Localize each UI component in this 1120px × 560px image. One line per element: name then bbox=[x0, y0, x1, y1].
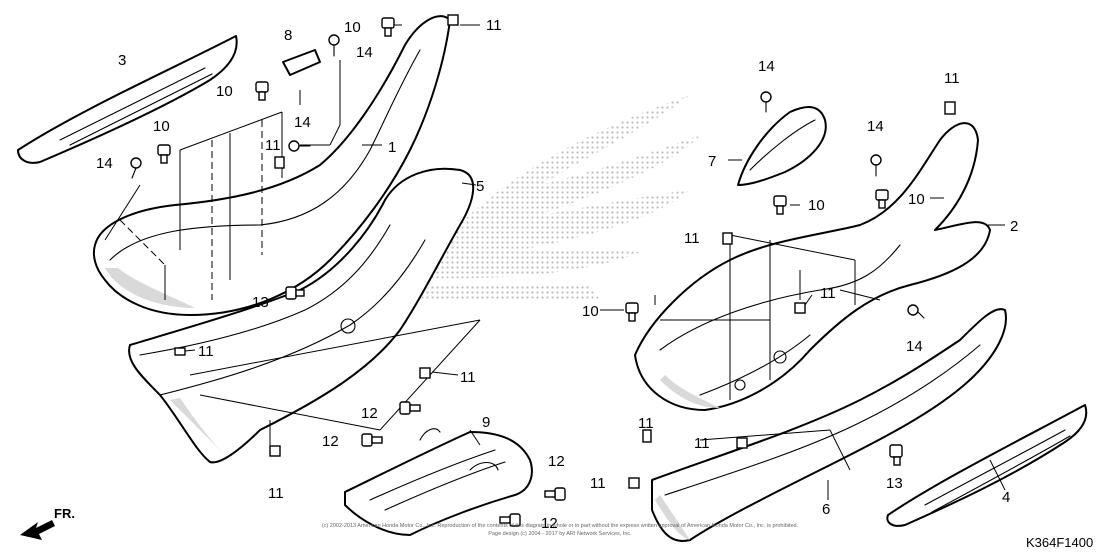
callout-11-c: 11 bbox=[198, 343, 214, 360]
callout-1: 1 bbox=[388, 139, 396, 156]
honda-wing-watermark bbox=[420, 95, 700, 300]
callout-12-d: 12 bbox=[541, 515, 558, 532]
bolt-12-b bbox=[361, 433, 383, 447]
part-7-lid bbox=[737, 106, 827, 186]
part-2-body-cover-right bbox=[634, 122, 991, 411]
callout-9: 9 bbox=[482, 414, 490, 431]
bolt-10-b bbox=[255, 81, 269, 101]
arrow-icon bbox=[20, 520, 55, 540]
callout-10-c: 10 bbox=[153, 118, 170, 135]
bolt-12-c bbox=[544, 487, 566, 501]
callout-10-a: 10 bbox=[344, 19, 361, 36]
front-direction-arrow: FR. bbox=[20, 506, 75, 540]
callout-6: 6 bbox=[822, 501, 830, 518]
callout-8: 8 bbox=[284, 27, 292, 44]
part-1-body-cover-left bbox=[92, 15, 451, 316]
callout-leaders bbox=[184, 24, 1006, 500]
bolt-10-c bbox=[157, 144, 171, 164]
clip-11-a bbox=[447, 14, 459, 26]
callout-14-c: 14 bbox=[96, 155, 113, 172]
clip-11-f bbox=[944, 101, 956, 115]
callout-13-a: 13 bbox=[252, 294, 269, 311]
direction-label: FR. bbox=[54, 506, 75, 521]
bolt-10-a bbox=[381, 17, 395, 37]
callout-14-b: 14 bbox=[294, 114, 311, 131]
callout-11-a: 11 bbox=[486, 17, 502, 34]
callout-14-e: 14 bbox=[867, 118, 884, 135]
part-4-step-garnish bbox=[886, 404, 1088, 527]
clip-11-c bbox=[174, 347, 186, 356]
callout-11-e: 11 bbox=[268, 485, 284, 502]
callout-14-a: 14 bbox=[356, 44, 373, 61]
callout-12-b: 12 bbox=[322, 433, 339, 450]
screw-14-c bbox=[130, 157, 142, 179]
callout-3: 3 bbox=[118, 52, 126, 69]
bolt-13-b bbox=[889, 444, 903, 466]
part-6-floor-side-cover-right bbox=[651, 308, 1007, 542]
bolt-13-a bbox=[285, 286, 305, 300]
part-5-floor-side-cover-left bbox=[128, 167, 475, 464]
callout-10-b: 10 bbox=[216, 83, 233, 100]
screw-14-d bbox=[760, 91, 772, 113]
part-9-floor-bracket bbox=[344, 428, 533, 536]
callout-5: 5 bbox=[476, 178, 484, 195]
callout-10-f: 10 bbox=[582, 303, 599, 320]
bolt-12-d bbox=[499, 513, 521, 527]
callout-11-g: 11 bbox=[684, 230, 700, 247]
bolt-10-d bbox=[773, 195, 787, 215]
screw-14-a bbox=[328, 34, 340, 57]
callout-11-h: 11 bbox=[820, 285, 836, 302]
copyright-line-2: Page design (c) 2004 - 2017 by ARI Netwo… bbox=[488, 531, 632, 537]
callout-11-f: 11 bbox=[944, 70, 960, 87]
callout-10-d: 10 bbox=[808, 197, 825, 214]
callout-12-a: 12 bbox=[361, 405, 378, 422]
reference-lines-left bbox=[104, 60, 341, 300]
fasteners bbox=[130, 14, 956, 527]
clip-11-i bbox=[642, 429, 652, 443]
callout-11-d: 11 bbox=[460, 369, 476, 386]
callout-2: 2 bbox=[1010, 218, 1018, 235]
screw-14-e bbox=[870, 154, 882, 177]
bolt-10-f bbox=[625, 302, 639, 322]
part-3-step-garnish bbox=[17, 35, 238, 164]
bolt-10-e bbox=[875, 189, 889, 209]
callout-14-f: 14 bbox=[906, 338, 923, 355]
callout-11-k: 11 bbox=[590, 475, 606, 492]
callout-10-e: 10 bbox=[908, 191, 925, 208]
clip-11-d bbox=[419, 367, 431, 379]
callout-11-b: 11 bbox=[265, 137, 281, 154]
screw-14-f bbox=[907, 304, 925, 319]
clip-11-b bbox=[274, 156, 285, 169]
screw-14-b bbox=[288, 140, 311, 152]
callout-11-j: 11 bbox=[694, 435, 710, 452]
diagram-code: K364F1400 bbox=[1026, 535, 1093, 550]
copyright-notice: (c) 2002-2013 American Honda Motor Co., … bbox=[322, 523, 799, 537]
callout-14-d: 14 bbox=[758, 58, 775, 75]
callout-4: 4 bbox=[1002, 489, 1010, 506]
clip-11-k bbox=[628, 477, 640, 489]
bolt-12-a bbox=[399, 401, 421, 415]
reference-lines-right bbox=[660, 234, 881, 471]
callout-13-b: 13 bbox=[886, 475, 903, 492]
clip-11-e bbox=[269, 445, 281, 457]
clip-11-h bbox=[794, 302, 806, 314]
callout-12-c: 12 bbox=[548, 453, 565, 470]
clip-11-g bbox=[722, 232, 733, 245]
clip-11-j bbox=[736, 437, 748, 449]
callout-11-i: 11 bbox=[638, 415, 654, 432]
part-8-rubber-pad bbox=[282, 49, 321, 76]
callout-numbers: 1 2 3 4 5 6 7 8 9 10 10 10 10 10 10 11 1… bbox=[96, 17, 1018, 532]
callout-7: 7 bbox=[708, 153, 716, 170]
copyright-line-1: (c) 2002-2013 American Honda Motor Co., … bbox=[322, 523, 799, 529]
